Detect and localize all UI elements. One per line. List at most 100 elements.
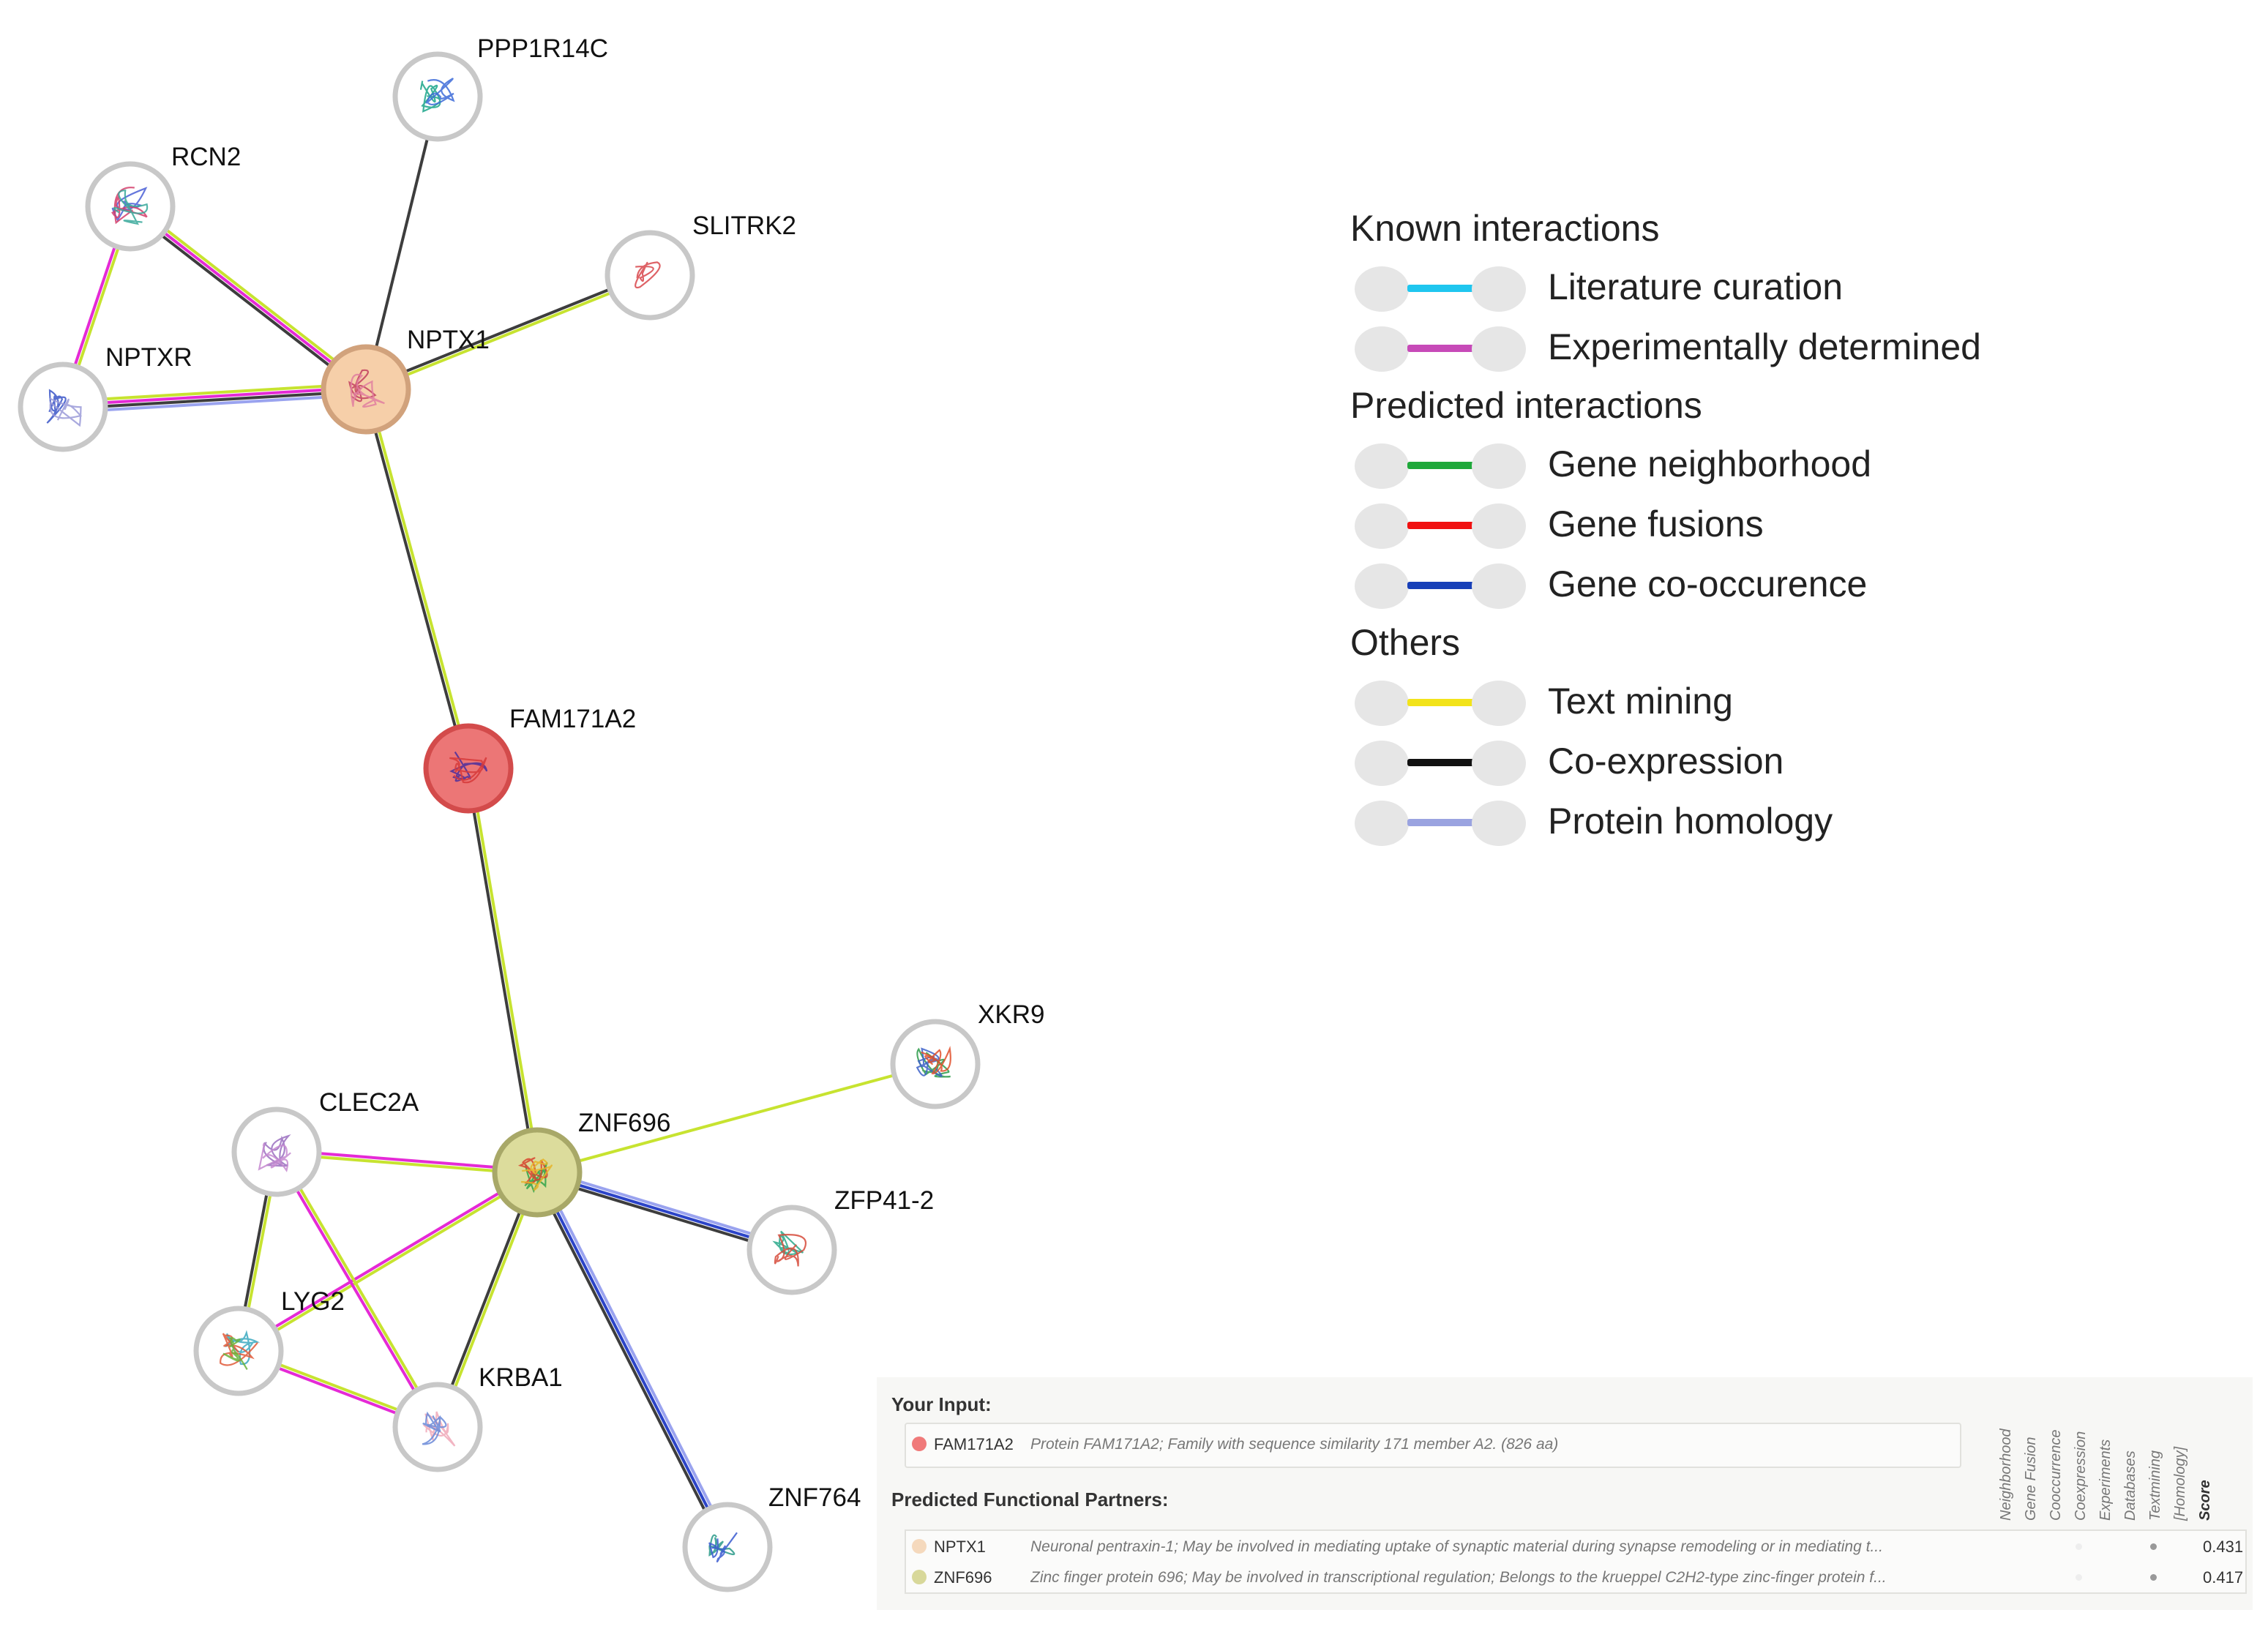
legend-node-icon	[1472, 741, 1526, 786]
structure-strand	[263, 1134, 291, 1167]
column-header-coexpression: Coexpression	[2073, 1431, 2089, 1521]
edge-evidence-line	[61, 389, 368, 411]
edge-fam171a2-znf696[interactable]	[465, 766, 541, 1175]
edge-znf696-krba1[interactable]	[434, 1170, 541, 1429]
legend-node-icon	[1355, 681, 1409, 726]
node-zfp41-2[interactable]: ZFP41-2	[746, 1186, 934, 1295]
node-label[interactable]: KRBA1	[479, 1363, 563, 1392]
structure-strand	[921, 1046, 951, 1075]
protein-structure-icon	[635, 261, 661, 289]
edge-clec2a-krba1[interactable]	[273, 1149, 441, 1430]
edge-rcn2-nptx1[interactable]	[126, 202, 370, 394]
node-label[interactable]: PPP1R14C	[477, 34, 608, 63]
node-label[interactable]: SLITRK2	[692, 211, 796, 240]
column-header-textmining: Textmining	[2147, 1450, 2163, 1521]
legend-label: Protein homology	[1548, 801, 1833, 842]
input-gene-description: Protein FAM171A2; Family with sequence s…	[1030, 1436, 1559, 1453]
structure-strand	[46, 389, 67, 424]
legend-node-icon	[1355, 503, 1409, 549]
protein-structure-icon	[772, 1230, 807, 1267]
edge-nptx1-fam171a2[interactable]	[362, 387, 472, 771]
legend-item-text-mining: Text mining	[1350, 672, 2082, 732]
structure-strand	[635, 261, 661, 289]
structure-strand	[350, 373, 385, 408]
node-lyg2[interactable]: LYG2	[193, 1287, 345, 1396]
edge-slitrk2-nptx1[interactable]	[364, 272, 652, 393]
edge-evidence-line	[364, 275, 652, 393]
edge-evidence-line	[61, 393, 368, 414]
node-krba1[interactable]: KRBA1	[392, 1363, 563, 1472]
node-label[interactable]: LYG2	[281, 1287, 345, 1316]
legend-line-swatch	[1407, 582, 1479, 589]
edge-nptxr-nptx1[interactable]	[61, 382, 368, 414]
legend-line-swatch	[1407, 285, 1479, 292]
node-fam171a2[interactable]: FAM171A2	[423, 705, 636, 814]
legend-label: Gene co-occurence	[1548, 563, 1868, 604]
table-row[interactable]: ZNF696 Zinc finger protein 696; May be i…	[906, 1562, 2245, 1592]
node-label[interactable]: NPTX1	[407, 326, 490, 354]
legend-item-gene-fusions: Gene fusions	[1350, 495, 2082, 555]
legend-line-swatch	[1407, 759, 1479, 766]
column-header-score: Score	[2197, 1480, 2213, 1521]
legend-item-experimentally-determined: Experimentally determined	[1350, 318, 2082, 378]
legend-label: Literature curation	[1548, 266, 1844, 307]
structure-strand	[49, 397, 83, 427]
edge-znf696-znf764[interactable]	[532, 1169, 733, 1551]
edge-evidence-line	[362, 388, 468, 771]
legend-node-icon	[1355, 326, 1409, 372]
edge-evidence-line	[61, 382, 367, 403]
column-header-homology: [Homology]	[2172, 1446, 2188, 1521]
protein-structure-icon	[348, 369, 385, 408]
node-rcn2[interactable]: RCN2	[85, 143, 241, 252]
network-nodes: PPP1R14CRCN2SLITRK2NPTXRNPTX1FAM171A2XKR…	[18, 34, 1044, 1592]
partner-gene-name[interactable]: ZNF696	[934, 1568, 992, 1587]
node-slitrk2[interactable]: SLITRK2	[605, 211, 796, 321]
column-header-databases: Databases	[2122, 1450, 2138, 1521]
structure-strand	[449, 751, 488, 782]
legend-line-swatch	[1407, 819, 1479, 826]
edge-znf696-xkr9[interactable]	[536, 1063, 937, 1174]
partner-gene-name[interactable]: NPTX1	[934, 1538, 986, 1556]
node-label[interactable]: NPTXR	[105, 343, 192, 372]
node-circle	[423, 723, 514, 814]
node-nptxr[interactable]: NPTXR	[18, 343, 192, 452]
edge-znf696-lyg2[interactable]	[236, 1169, 540, 1355]
partner-score: 0.431	[2203, 1538, 2244, 1556]
input-protein-row[interactable]: FAM171A2 Protein FAM171A2; Family with s…	[905, 1423, 1961, 1468]
node-circle	[392, 51, 483, 142]
node-xkr9[interactable]: XKR9	[890, 1000, 1044, 1109]
edge-evidence-line	[532, 1172, 726, 1551]
your-input-title: Your Input:	[891, 1393, 992, 1415]
legend-label: Experimentally determined	[1548, 326, 1981, 367]
node-nptx1[interactable]: NPTX1	[321, 326, 490, 435]
evidence-textmining-dot	[2150, 1543, 2157, 1550]
node-label[interactable]: FAM171A2	[509, 705, 636, 733]
legend-line-swatch	[1407, 345, 1479, 352]
structure-strand	[222, 1337, 248, 1370]
node-znf696[interactable]: ZNF696	[492, 1109, 670, 1218]
edge-evidence-line	[273, 1151, 438, 1430]
node-znf764[interactable]: ZNF764	[682, 1483, 861, 1592]
edge-ppp1r14c-nptx1[interactable]	[364, 95, 439, 391]
node-circle	[890, 1019, 981, 1109]
node-label[interactable]: RCN2	[171, 143, 241, 171]
node-ppp1r14c[interactable]: PPP1R14C	[392, 34, 608, 142]
node-label[interactable]: ZNF696	[578, 1109, 670, 1137]
protein-structure-icon	[708, 1532, 738, 1562]
edge-evidence-line	[536, 1171, 729, 1549]
node-label[interactable]: CLEC2A	[319, 1088, 419, 1117]
table-row[interactable]: NPTX1 Neuronal pentraxin-1; May be invol…	[906, 1531, 2245, 1562]
node-label[interactable]: XKR9	[978, 1000, 1044, 1029]
node-label[interactable]: ZNF764	[768, 1483, 861, 1512]
evidence-coexpression-dot	[2076, 1543, 2082, 1550]
node-circle	[682, 1502, 773, 1592]
node-clec2a[interactable]: CLEC2A	[231, 1088, 419, 1197]
protein-structure-icon	[46, 389, 83, 427]
structure-strand	[225, 1330, 261, 1365]
partner-description: Neuronal pentraxin-1; May be involved in…	[1030, 1538, 1883, 1555]
legend-node-icon	[1355, 801, 1409, 846]
protein-structure-icon	[449, 751, 488, 784]
input-gene-name[interactable]: FAM171A2	[934, 1435, 1014, 1453]
legend-node-icon	[1472, 266, 1526, 312]
node-label[interactable]: ZFP41-2	[834, 1186, 934, 1215]
